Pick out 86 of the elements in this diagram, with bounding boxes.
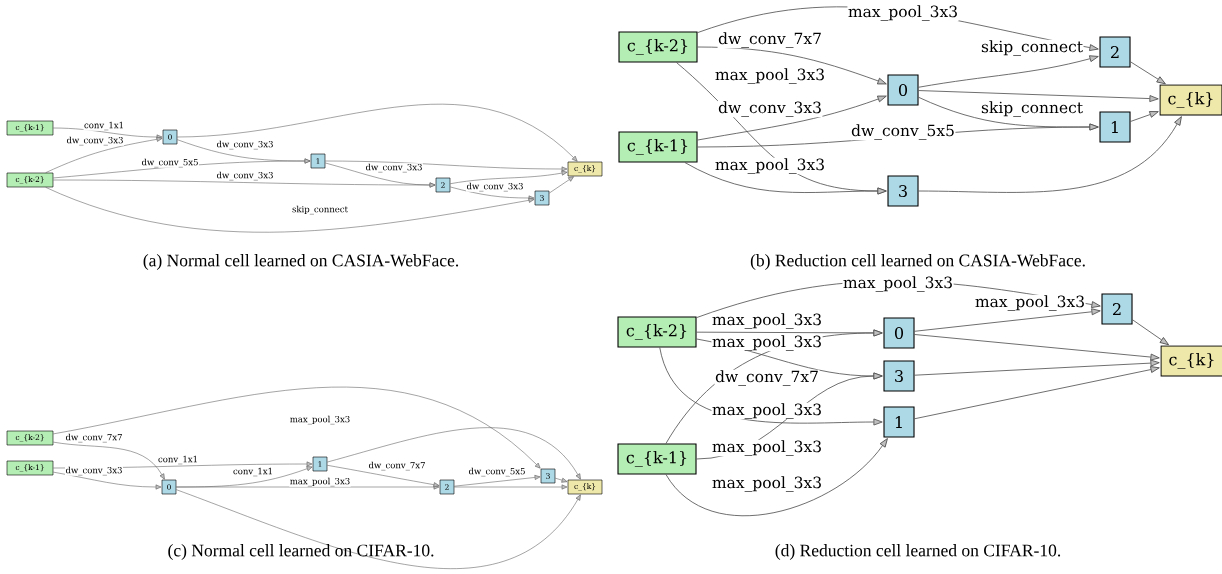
arrow — [53, 127, 163, 140]
input-node: c_{k-1} — [617, 443, 697, 475]
arrow — [1130, 61, 1166, 85]
arrow — [325, 160, 568, 172]
edge-label: max_pool_3x3 — [711, 439, 823, 457]
edge-label: skip_connect — [980, 100, 1084, 118]
edge-label: max_pool_3x3 — [842, 275, 954, 293]
arrow — [549, 176, 574, 194]
arrow — [914, 308, 1101, 332]
arrow — [665, 438, 888, 516]
caption: (c) Normal cell learned on CIFAR-10. — [168, 544, 434, 560]
edge-label: max_pool_3x3 — [711, 402, 823, 420]
edge-label: max_pool_3x3 — [289, 415, 351, 425]
caption: (d) Reduction cell learned on CIFAR-10. — [775, 544, 1061, 560]
arrow — [914, 366, 1160, 420]
arrow — [1130, 111, 1159, 122]
edge-label: dw_conv_5x5 — [850, 123, 956, 141]
output-node: c_{k} — [1159, 84, 1222, 116]
arrow — [918, 55, 1099, 88]
edge-label: max_pool_3x3 — [711, 334, 823, 352]
arrow — [327, 427, 581, 480]
edge-label: skip_connect — [291, 205, 349, 215]
arrow — [176, 484, 440, 490]
arrow — [450, 186, 535, 201]
arrow — [53, 179, 436, 188]
arrow — [659, 347, 883, 426]
arrow — [176, 489, 581, 569]
arrow — [1132, 319, 1169, 346]
arrow — [555, 477, 568, 483]
edge-label: dw_conv_3x3 — [65, 466, 123, 476]
input-node: c_{k-2} — [618, 31, 698, 63]
intermediate-node: 2 — [1101, 293, 1133, 325]
edge-label: max_pool_3x3 — [711, 475, 823, 493]
edge-label: dw_conv_7x7 — [714, 369, 820, 387]
edge-label: conv_1x1 — [157, 455, 199, 465]
edge-label: conv_1x1 — [232, 467, 274, 477]
arrow — [53, 441, 165, 480]
arrow — [53, 387, 541, 469]
edge-label: dw_conv_3x3 — [466, 182, 524, 192]
arrow — [684, 162, 887, 195]
arrow — [53, 471, 162, 490]
arrow — [454, 484, 568, 490]
arrow — [914, 359, 1160, 376]
arrow — [918, 90, 1159, 103]
input-node: c_{k-2} — [617, 316, 697, 348]
edge-label: max_pool_3x3 — [974, 294, 1086, 312]
intermediate-node: 1 — [1099, 111, 1131, 143]
edge-label: dw_conv_7x7 — [717, 31, 823, 49]
arrow — [327, 465, 440, 488]
intermediate-node: 2 — [1099, 36, 1131, 68]
arrow — [918, 96, 1099, 131]
arrow — [53, 158, 311, 179]
arrow — [918, 116, 1182, 193]
intermediate-node: 0 — [887, 74, 919, 106]
intermediate-node: 0 — [883, 317, 915, 349]
arrow — [45, 187, 535, 233]
edge-label: max_pool_3x3 — [714, 67, 826, 85]
arrow — [177, 104, 578, 162]
arrow — [914, 334, 1160, 361]
edge-label: dw_conv_5x5 — [141, 158, 199, 168]
edge-label: max_pool_3x3 — [847, 4, 959, 22]
edge-label: dw_conv_3x3 — [66, 136, 124, 146]
edge-label: max_pool_3x3 — [711, 312, 823, 330]
intermediate-node: 3 — [883, 360, 915, 392]
input-node: c_{k-1} — [618, 131, 698, 163]
arrow — [697, 95, 887, 141]
arrow — [450, 170, 568, 184]
caption: (b) Reduction cell learned on CASIA-WebFace. — [750, 254, 1085, 270]
edge-label: dw_conv_3x3 — [717, 100, 823, 118]
arrow — [454, 475, 541, 487]
edge-label: dw_conv_5x5 — [468, 467, 526, 477]
arrow — [697, 46, 887, 85]
intermediate-node: 3 — [887, 175, 919, 207]
edge-label: conv_1x1 — [83, 121, 125, 131]
edge-label: dw_conv_7x7 — [65, 433, 123, 443]
output-node: c_{k} — [1160, 345, 1222, 377]
edge-label: max_pool_3x3 — [714, 157, 826, 175]
edge-label: dw_conv_7x7 — [368, 461, 426, 471]
edge-label: max_pool_3x3 — [289, 477, 351, 487]
edge-label: skip_connect — [980, 39, 1084, 57]
edge-label: dw_conv_3x3 — [216, 140, 274, 150]
edge-label: dw_conv_3x3 — [365, 163, 423, 173]
intermediate-node: 1 — [883, 406, 915, 438]
arrow — [45, 136, 163, 173]
caption: (a) Normal cell learned on CASIA-WebFace. — [143, 254, 459, 270]
edge-label: dw_conv_3x3 — [216, 171, 274, 181]
